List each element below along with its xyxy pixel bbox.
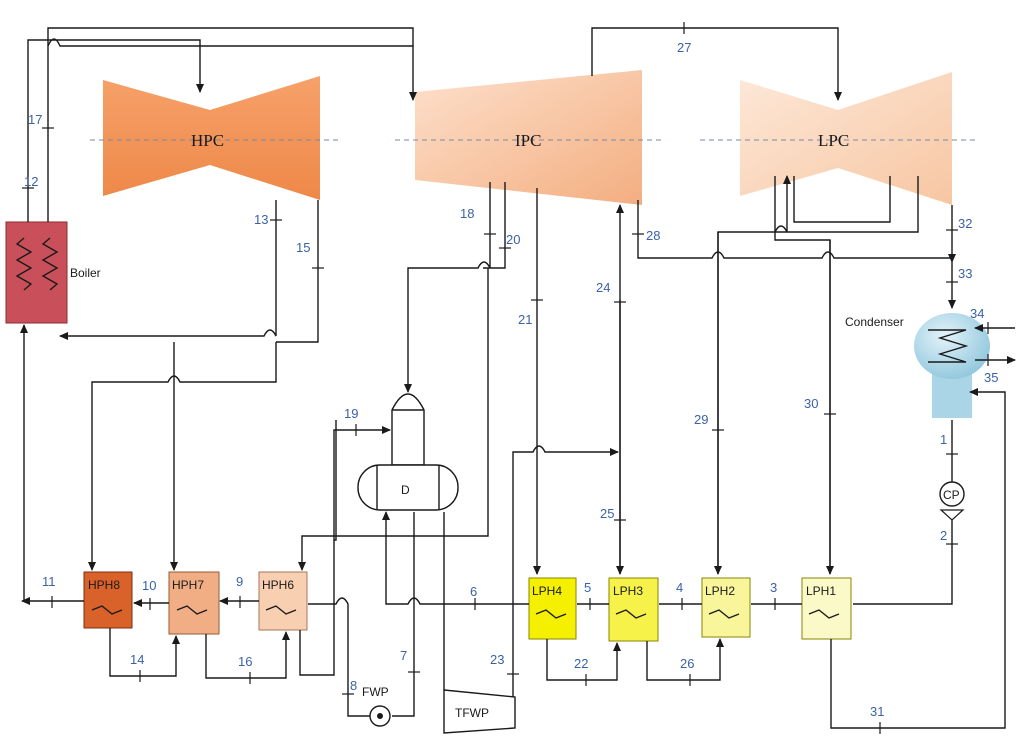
lpc-turbine: LPC [700,72,975,205]
stream-label-35: 35 [984,370,998,385]
stream-label-33: 33 [958,266,972,281]
hpc-label: HPC [191,131,224,150]
stream-label-23: 23 [490,652,504,667]
deaerator: D [357,393,459,511]
hph6-label: HPH6 [262,578,294,592]
pipes [20,27,1016,729]
stream-label-29: 29 [694,412,708,427]
stream-labels: 1 2 3 4 5 6 7 8 9 10 11 12 13 14 15 16 1… [24,40,998,719]
stream-label-32: 32 [958,216,972,231]
heater-hph7: HPH7 [168,571,220,635]
stream-label-28: 28 [646,228,660,243]
stream-label-34: 34 [970,306,984,321]
heater-lph2: LPH2 [701,577,751,638]
heater-lph4: LPH4 [528,577,577,640]
stream-label-3: 3 [770,580,777,595]
stream-label-10: 10 [142,578,156,593]
stream-label-21: 21 [518,312,532,327]
stream-label-25: 25 [600,506,614,521]
condenser: Condenser [845,313,990,418]
boiler-label: Boiler [70,266,101,280]
heater-lph1: LPH1 [801,577,852,640]
fwp-label: FWP [362,685,389,699]
stream-label-11: 11 [42,574,56,589]
stream-label-2: 2 [940,528,947,543]
stream-label-12: 12 [24,174,38,189]
stream-label-14: 14 [130,652,144,667]
stream-label-15: 15 [296,240,310,255]
hpc-turbine: HPC [90,76,340,200]
stream-label-16: 16 [238,654,252,669]
stream-label-22: 22 [574,656,588,671]
heater-hph8: HPH8 [83,571,133,629]
condenser-label: Condenser [845,315,904,329]
tfwp-label: TFWP [455,706,489,720]
lph3-label: LPH3 [613,584,643,598]
stream-label-27: 27 [677,40,691,55]
stream-label-30: 30 [804,396,818,411]
stream-label-6: 6 [470,584,477,599]
condensate-pump: CP [939,481,965,521]
lph1-label: LPH1 [806,584,836,598]
ipc-turbine: IPC [395,70,662,205]
stream-label-1: 1 [940,432,947,447]
stream-label-4: 4 [676,580,683,595]
deaerator-label: D [401,483,410,497]
stream-label-8: 8 [350,678,357,693]
heater-hph6: HPH6 [258,571,308,631]
ipc-label: IPC [515,131,541,150]
stream-label-18: 18 [460,206,474,221]
heater-lph3: LPH3 [608,577,659,642]
stream-label-31: 31 [870,704,884,719]
lpc-label: LPC [818,131,849,150]
stream-label-5: 5 [584,580,591,595]
hph7-label: HPH7 [172,578,204,592]
stream-label-7: 7 [400,648,407,663]
stream-label-9: 9 [236,574,243,589]
stream-ticks [22,22,989,734]
hph8-label: HPH8 [88,578,120,592]
lph2-label: LPH2 [705,584,735,598]
feed-water-pump: FWP [362,685,391,727]
stream-label-19: 19 [344,406,358,421]
stream-label-24: 24 [596,280,610,295]
boiler: Boiler [5,221,101,324]
stream-label-17: 17 [28,112,42,127]
lph4-label: LPH4 [532,584,562,598]
cp-label: CP [943,488,960,502]
stream-label-20: 20 [506,232,520,247]
turbine-feed-water-pump: TFWP [443,689,516,734]
stream-label-13: 13 [254,212,268,227]
stream-label-26: 26 [680,656,694,671]
